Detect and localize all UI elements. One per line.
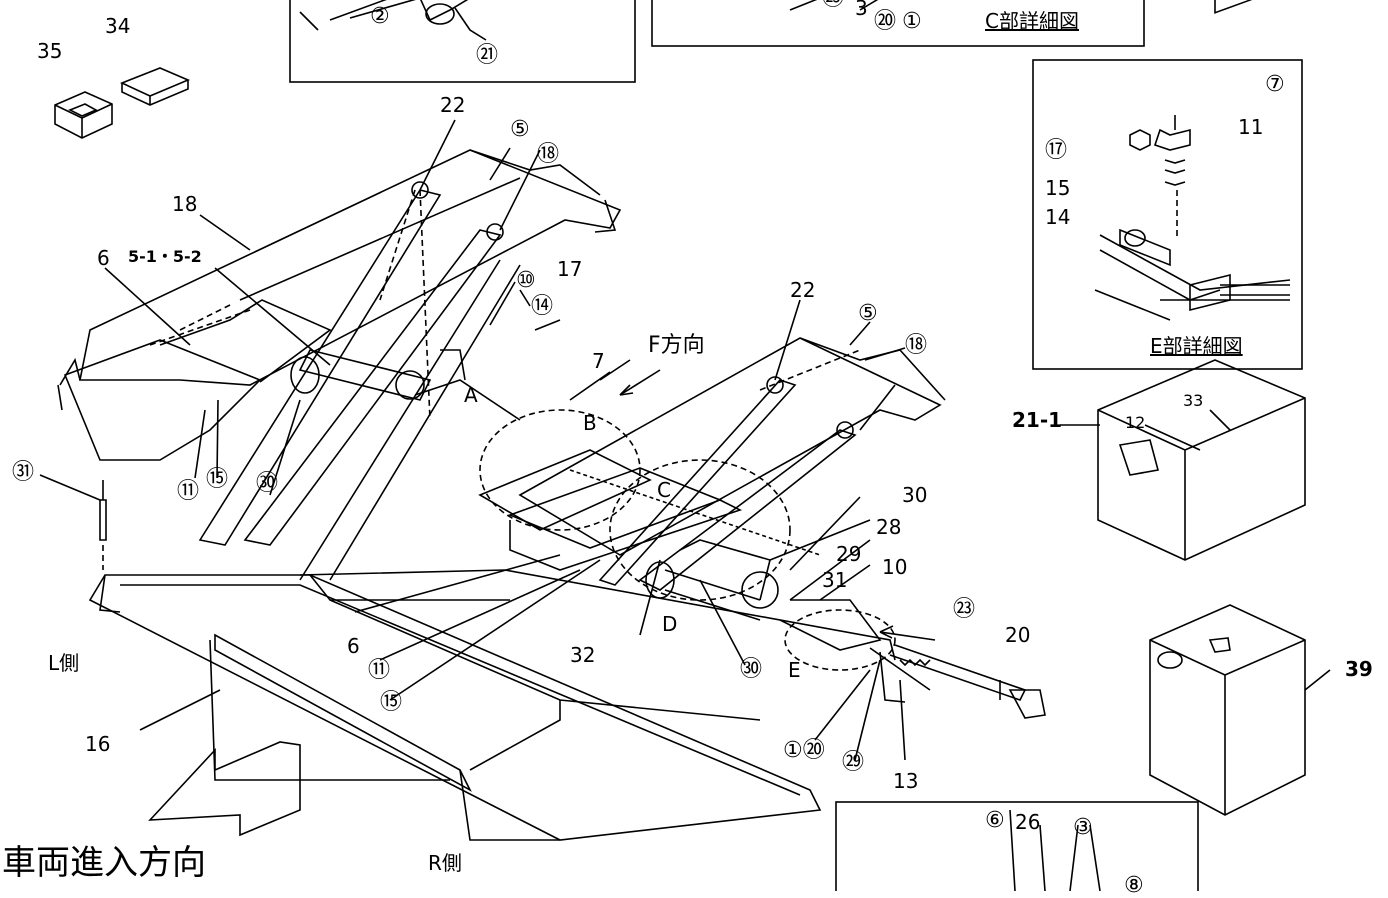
part-6-left-label: 6	[97, 246, 110, 270]
part-10-label: 10	[882, 555, 908, 579]
callout-3: 3	[855, 0, 868, 20]
e-callout-7: ⑦	[1265, 72, 1285, 97]
callout-5-right: ⑤	[858, 301, 878, 326]
part-30-right-label: 30	[902, 483, 928, 507]
part-18-label: 18	[172, 192, 198, 216]
area-c-label: C	[657, 478, 671, 502]
callout-1: ①	[902, 9, 922, 34]
callout-31-left: ㉛	[12, 460, 35, 485]
c-detail-inset-frame	[651, 0, 1145, 47]
part-32-label: 32	[570, 643, 596, 667]
part-39-label: 39	[1345, 657, 1373, 681]
area-a-label: A	[464, 383, 478, 407]
e-part-14-label: 14	[1045, 205, 1071, 229]
part-12-label: 12	[1125, 413, 1146, 432]
bottom-part-26-label: 26	[1015, 810, 1041, 834]
callout-30-mid: ㉚	[740, 657, 763, 682]
bottom-callout-6: ⑥	[985, 808, 1005, 833]
part-28-label: 28	[876, 515, 902, 539]
top-left-inset-frame	[289, 0, 636, 83]
callout-15-left: ⑮	[206, 467, 229, 492]
callout-11-left: ⑪	[177, 479, 200, 504]
bottom-callout-8: ⑧	[1124, 873, 1144, 898]
part-29-label: 29	[836, 542, 862, 566]
part-17-label: 17	[557, 257, 583, 281]
e-detail-inset-frame	[1032, 59, 1303, 370]
callout-10: ⑩	[516, 268, 536, 293]
callout-15-mid: ⑮	[380, 690, 403, 715]
callout-20: ⑳	[874, 9, 897, 34]
e-part-11-label: 11	[1238, 115, 1264, 139]
part-20-label: 20	[1005, 623, 1031, 647]
e-part-15-label: 15	[1045, 176, 1071, 200]
part-34-label: 34	[105, 14, 131, 38]
c-detail-caption: C部詳細図	[985, 9, 1079, 33]
part-6-mid-label: 6	[347, 634, 360, 658]
l-side-label: L側	[48, 651, 80, 675]
callout-18-left: ⑱	[537, 142, 560, 167]
part-31-label: 31	[822, 568, 848, 592]
f-direction-label: F方向	[648, 333, 705, 358]
area-b-label: B	[583, 411, 597, 435]
part-35-label: 35	[37, 39, 63, 63]
part-22-right-label: 22	[790, 278, 816, 302]
callout-2: ②	[370, 4, 390, 29]
part-5-1-5-2-label: 5-1・5-2	[128, 247, 202, 266]
callout-14: ⑭	[531, 294, 554, 319]
part-13-label: 13	[893, 769, 919, 793]
part-7-label: 7	[592, 349, 605, 373]
area-d-label: D	[662, 612, 678, 636]
callout-21: ㉑	[476, 43, 499, 68]
vehicle-entry-direction-label: 車両進入方向	[2, 843, 206, 883]
part-33-label: 33	[1183, 391, 1204, 410]
callout-18-right: ⑱	[905, 333, 928, 358]
bottom-callout-3: ③	[1073, 815, 1093, 840]
e-detail-caption: E部詳細図	[1150, 334, 1243, 358]
part-16-label: 16	[85, 732, 111, 756]
r-side-label: R側	[428, 851, 462, 875]
e-callout-17: ⑰	[1045, 138, 1068, 163]
callout-25: ㉕	[822, 0, 844, 10]
callout-23: ㉓	[953, 597, 976, 622]
area-e-label: E	[788, 658, 801, 682]
callout-1-20: ①⑳	[783, 738, 825, 763]
callout-29: ㉙	[842, 750, 865, 775]
part-21-1-label: 21-1	[1012, 408, 1063, 432]
callout-30-left: ㉚	[256, 471, 279, 496]
callout-11-mid: ⑪	[368, 658, 391, 683]
bottom-inset-frame	[835, 801, 1199, 891]
callout-5-left: ⑤	[510, 117, 530, 142]
part-22-left-label: 22	[440, 93, 466, 117]
